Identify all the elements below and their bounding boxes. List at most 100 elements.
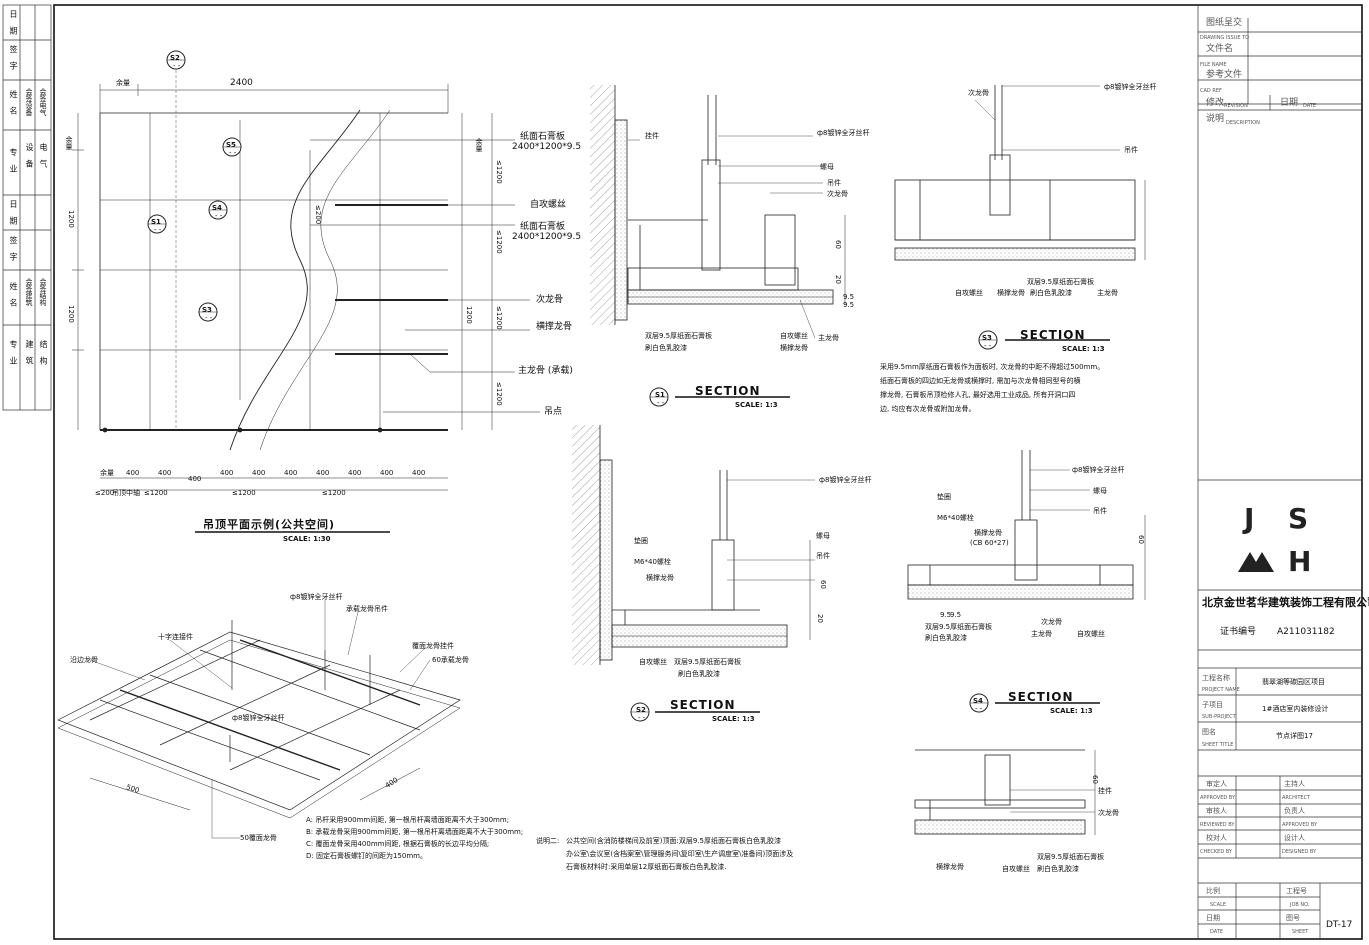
note2-line-2: 石膏板材料时:采用单层12厚纸面石膏板白色乳胶漆. [566, 863, 727, 871]
plan-label-board2: 纸面石膏板 [520, 222, 566, 232]
logo-letter-s: S [1288, 502, 1309, 535]
plan-title: 吊顶平面示例(公共空间) [203, 518, 336, 531]
callout-s5-sub: - - [229, 149, 237, 157]
plan-label-board1-size: 2400*1200*9.5 [512, 142, 582, 152]
plan-bdim2-0: ≤200 [95, 489, 115, 497]
plan-rdim-2: ≤1200 [495, 230, 503, 254]
s5-label-cross-keel: 横撑龙骨 [936, 863, 964, 871]
plan-bdim-5: 400 [252, 469, 266, 477]
s1-label-sec-keel: 次龙骨 [827, 190, 848, 198]
plan-bdim2-3: ≤1200 [232, 489, 256, 497]
tb-date: 日期 [1280, 98, 1299, 108]
callout-s5-tag[interactable]: S5 [226, 141, 236, 149]
plan-label-screw: 自攻螺丝 [530, 200, 567, 210]
tb-company: 北京金世茗华建筑装饰工程有限公司 [1202, 596, 1369, 609]
callout-dividers [148, 59, 997, 713]
s1-tag-sub: - - [657, 399, 665, 407]
s2-label-bolt: M6*40螺栓 [634, 558, 671, 566]
s3-paint: 刷白色乳胶漆 [1030, 289, 1072, 297]
s4-paint: 刷白色乳胶漆 [925, 634, 967, 642]
plan-bdim-6: 400 [284, 469, 298, 477]
plan-rdim-3: 1200 [465, 306, 473, 324]
tb-cad-ref-en: CAD REF [1200, 88, 1222, 94]
s3-label-cross-keel: 横撑龙骨 [997, 289, 1025, 297]
iso-note-a: A: 吊杆采用900mm间距, 第一根吊杆离墙面距离不大于300mm; [306, 816, 510, 824]
s1-tag: S1 [655, 391, 665, 399]
s3-board: 双层9.5厚纸面石膏板 [1027, 278, 1095, 286]
s5-label-sec-keel: 次龙骨 [1098, 809, 1119, 817]
tb-architect: 主持人 [1284, 780, 1305, 788]
strip-name-1: 姓 名 [9, 90, 18, 118]
note2-line-0: 公共空间(含消防楼梯间及前室)顶面:双层9.5厚纸面石膏板白色乳胶漆 [566, 837, 781, 845]
s1-section-title: SECTION [695, 384, 761, 398]
strip-sign-1: 签 字 [9, 45, 18, 73]
plan-scale: SCALE: 1:30 [283, 535, 331, 543]
s3-note-0: 采用9.5mm厚纸面石膏板作为面板时, 次龙骨的中距不得超过500mm。 [880, 363, 1105, 371]
callout-s2-tag[interactable]: S2 [170, 54, 180, 62]
title-underlines [195, 339, 1110, 713]
s3-section-title: SECTION [1020, 328, 1086, 342]
plan-bdim-2: 400 [158, 469, 172, 477]
s4-dim-60: 60 [1137, 535, 1145, 544]
tb-date-label-en: DATE [1210, 929, 1224, 935]
s1-label-clip: 挂件 [645, 132, 659, 140]
s4-label-bolt: M6*40螺栓 [937, 514, 974, 522]
tb-project: 翡翠湖等碳园区项目 [1262, 678, 1325, 686]
plan-bdim-8: 400 [348, 469, 362, 477]
s1-section [590, 85, 846, 339]
tb-scale-en: SCALE [1210, 902, 1227, 908]
left-strip-grid [2, 4, 52, 411]
plan-label-main-keel: 主龙骨 (承载) [518, 366, 573, 376]
callout-s1-sub: - - [154, 226, 162, 234]
note2-label: 说明二: [536, 837, 560, 845]
tb-approved2-en: APPROVED BY [1282, 822, 1318, 828]
s1-label-nut: 螺母 [820, 163, 834, 171]
s4-label-screw: 自攻螺丝 [1077, 630, 1105, 638]
strip-disc-struct: 结 构 [39, 340, 48, 368]
s3-label-main-keel: 主龙骨 [1097, 289, 1118, 297]
strip-name-2: 姓 名 [9, 282, 18, 310]
strip-disc-arch: 建 筑 [25, 340, 34, 368]
s4-scale: SCALE: 1:3 [1050, 707, 1093, 715]
strip-tag-elec: 会签电气 [39, 88, 47, 116]
s5-dim-60: 60 [1091, 775, 1099, 784]
iso-note-d: D: 固定石膏板螺钉的间距为150mm。 [306, 852, 427, 860]
tb-sheet-no: DT-17 [1326, 920, 1353, 930]
plan-bdim-10: 400 [412, 469, 426, 477]
s2-label-hanger: 吊件 [816, 552, 830, 560]
ceiling-plan [72, 70, 540, 491]
iso-label-rod-top: ф8镀锌全牙丝杆 [290, 593, 343, 601]
s3-label-rod: ф8镀锌全牙丝杆 [1104, 83, 1157, 91]
s1-scale: SCALE: 1:3 [735, 401, 778, 409]
plan-label-cross-keel: 横撑龙骨 [536, 322, 573, 332]
tb-checked-en: CHECKED BY [1200, 849, 1232, 855]
s4-tag: S4 [973, 697, 983, 705]
s2-scale: SCALE: 1:3 [712, 715, 755, 723]
plan-label-hanger: 吊点 [544, 407, 563, 417]
s2-label-screw: 自攻螺丝 [639, 658, 667, 666]
callout-s4-tag[interactable]: S4 [212, 204, 222, 212]
tb-revision-en: REVISION [1224, 103, 1248, 109]
s1-paint: 刷白色乳胶漆 [645, 344, 687, 352]
tb-job-en: JOB NO. [1290, 902, 1310, 908]
s5-label-clip: 挂件 [1098, 787, 1112, 795]
s4-label-rod: ф8镀锌全牙丝杆 [1072, 466, 1125, 474]
s4-label-sec-keel: 次龙骨 [1041, 618, 1062, 626]
iso-label-cover-clip: 覆面龙骨挂件 [412, 642, 454, 650]
strip-date-2: 日 期 [9, 200, 18, 228]
s4-dim-9.5a: 9.5 [940, 611, 952, 619]
callout-s3-tag[interactable]: S3 [202, 306, 212, 314]
iso-label-cross-connector: 十字连接件 [158, 633, 193, 641]
iso-note-c: C: 覆面龙骨采用400mm间距, 根据石膏板的长边平均分隔; [306, 840, 490, 848]
tb-cert-no: A211031182 [1277, 627, 1335, 637]
s2-tag-sub: - - [638, 714, 646, 722]
plan-label-board1: 纸面石膏板 [520, 132, 566, 142]
strip-tag-struct: 会签结构 [39, 278, 47, 306]
s1-label-rod: ф8镀锌全牙丝杆 [817, 129, 870, 137]
s3-label-sec-keel: 次龙骨 [968, 89, 989, 97]
tb-designed-en: DESIGNED BY [1282, 849, 1317, 855]
s4-label-cross-keel: 横撑龙骨 [974, 529, 1002, 537]
callout-s1-tag[interactable]: S1 [151, 218, 161, 226]
tb-sub-label-en: SUB-PROJECT [1202, 714, 1236, 720]
plan-rdim-4: ≤1200 [495, 306, 503, 330]
